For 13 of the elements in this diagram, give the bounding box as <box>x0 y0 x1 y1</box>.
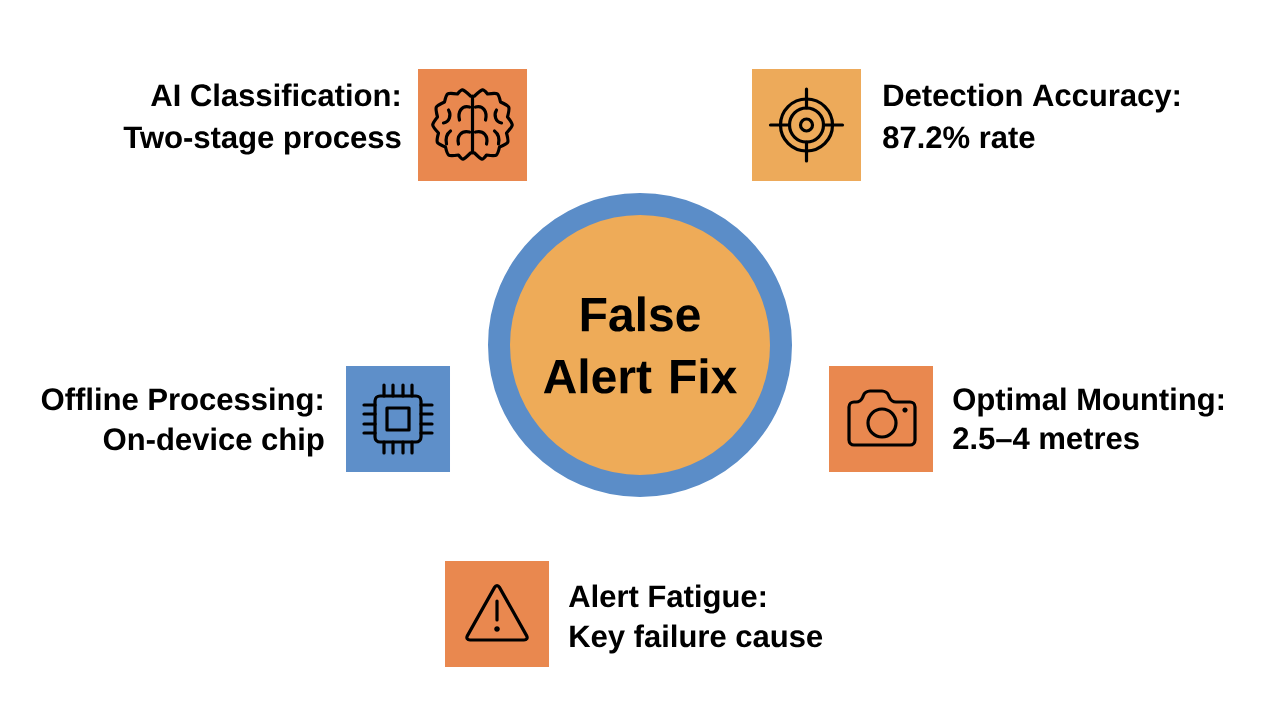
feature-description: Key failure cause <box>570 624 823 654</box>
icon-tile <box>829 366 933 472</box>
feature-description: Two-stage process <box>123 126 401 155</box>
feature-heading: Optimal Mounting: <box>953 387 1223 417</box>
icon-tile <box>752 69 861 181</box>
feature-heading: Offline Processing: <box>41 387 322 417</box>
feature-description: 2.5–4 metres <box>953 427 1139 450</box>
feature-heading: AI Classification: <box>151 83 399 107</box>
feature-description: 87.2% rate <box>883 126 1035 149</box>
feature-heading: Detection Accuracy: <box>884 83 1179 113</box>
icon-tile <box>445 561 549 667</box>
feature-heading: Alert Fatigue: <box>569 584 765 614</box>
feature-description: On-device chip <box>103 427 324 457</box>
